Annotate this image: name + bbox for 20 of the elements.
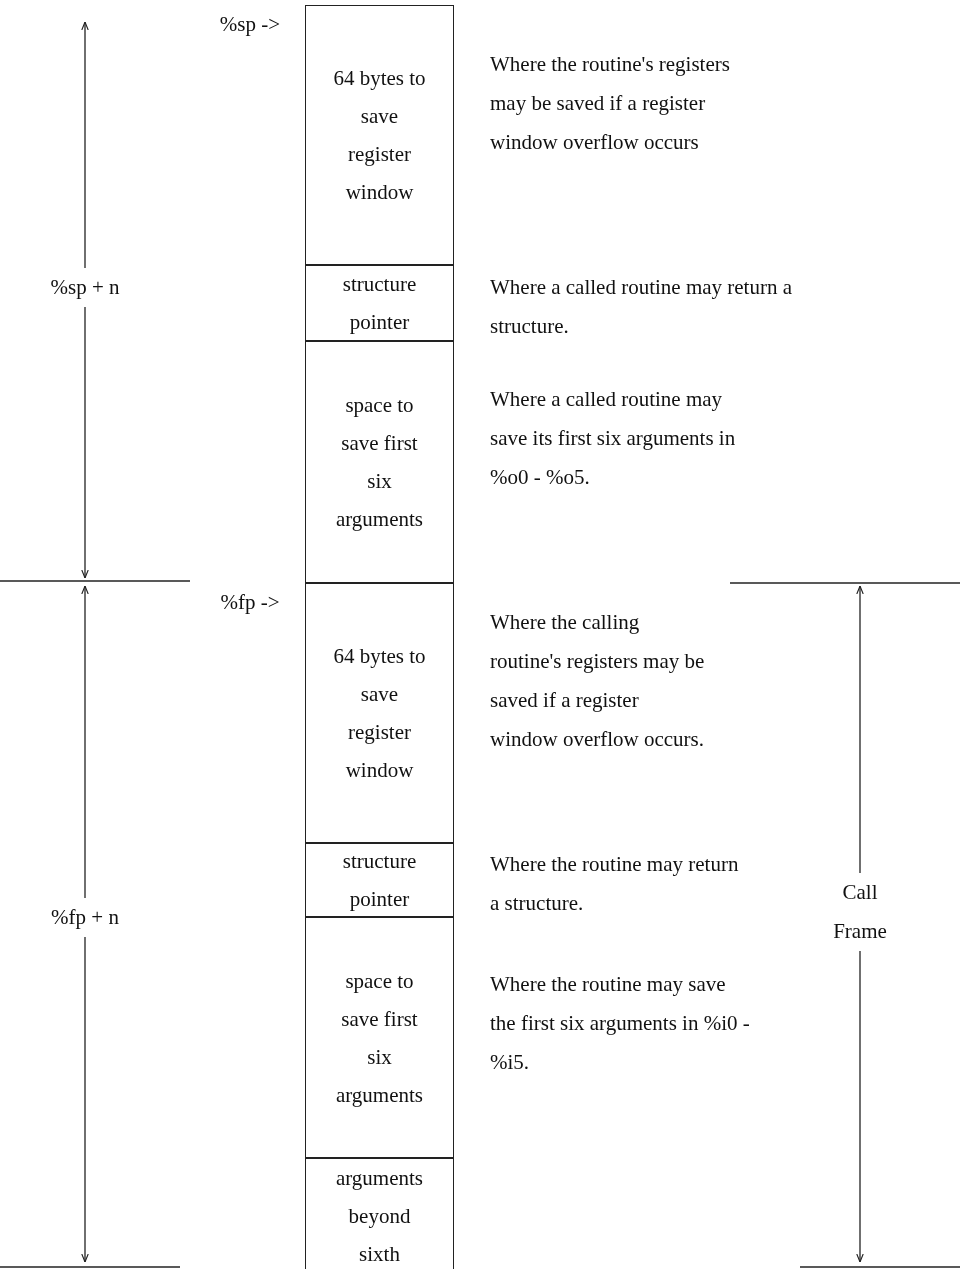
stack-cell <box>305 341 454 583</box>
description-text: Where a called routine may return a structure. <box>490 274 793 340</box>
stack-cell <box>305 583 454 843</box>
stack-cell <box>305 1158 454 1269</box>
cell-label: space to save first six arguments <box>334 392 425 533</box>
cell-label: space to save first six arguments <box>334 967 425 1109</box>
description-text: Where the routine may return a structure. <box>490 851 740 917</box>
description-text: Where the calling routine's registers may be saved if a register window overflow occurs. <box>490 609 706 753</box>
cell-label: structure pointer <box>341 271 418 336</box>
cell-label: 64 bytes to save register window <box>332 65 427 206</box>
stack-cell <box>305 5 454 265</box>
description-text: Where the routine's registers may be saved if a register window overflow occurs <box>490 51 730 156</box>
stack-cell <box>305 843 454 917</box>
description-text: Where a called routine may save its first six arguments in %o0 - %o5. <box>490 386 737 491</box>
cell-label: 64 bytes to save register window <box>332 643 427 784</box>
stack-cell <box>305 917 454 1158</box>
description-text: Where the routine may save the first six arguments in %i0 - %i5. <box>490 971 750 1076</box>
cell-label: structure pointer <box>341 848 418 913</box>
cell-label: arguments beyond sixth <box>334 1164 425 1268</box>
stack-cell <box>305 265 454 341</box>
